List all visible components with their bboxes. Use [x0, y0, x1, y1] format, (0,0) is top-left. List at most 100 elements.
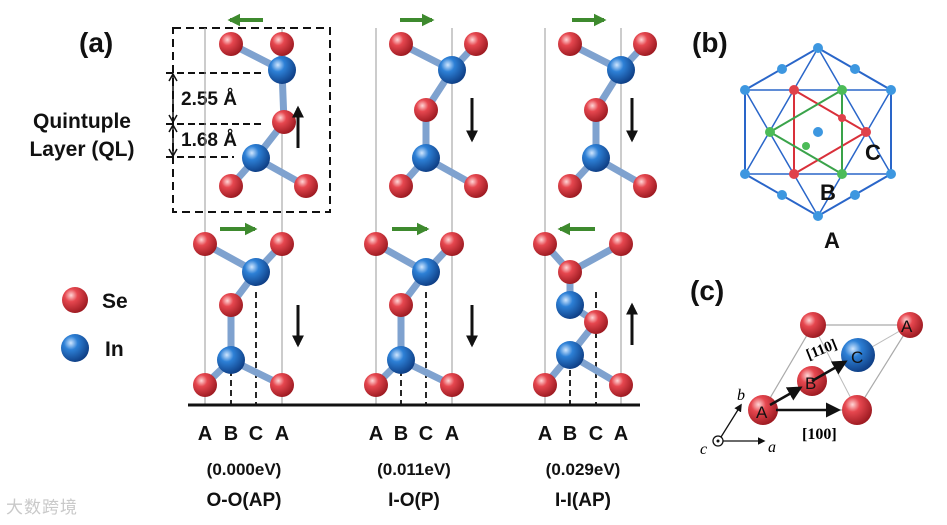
in-atom: [582, 144, 610, 172]
legend-se-label: Se: [102, 290, 128, 313]
stack-label-1-1: A: [198, 423, 212, 445]
in-atom: [556, 341, 584, 369]
hex-label-b: B: [820, 180, 836, 205]
green-triangle: [768, 88, 843, 176]
se-atom: [440, 232, 464, 256]
se-atom: [533, 232, 557, 256]
legend-se-atom: [62, 287, 88, 313]
lattice-label-b: B: [805, 374, 816, 393]
se-atom: [193, 373, 217, 397]
stacking-dashed-lines: [230, 292, 597, 405]
lattice-label-a2: A: [901, 317, 913, 336]
in-atom: [607, 56, 635, 84]
dir-ab-arrow: [769, 386, 803, 407]
se-atom: [464, 174, 488, 198]
distance-upper-label: 2.55 Å: [181, 89, 237, 110]
in-atom: [438, 56, 466, 84]
se-atom: [609, 232, 633, 256]
se-atom: [440, 373, 464, 397]
se-atom: [558, 174, 582, 198]
dipole-arrows: [292, 98, 638, 348]
hex-label-c: C: [865, 140, 881, 165]
config-name-1: O-O(AP): [207, 490, 282, 511]
guide-lines: [204, 28, 622, 405]
se-atom: [364, 232, 388, 256]
dir-110-arrow: [811, 360, 848, 383]
se-atom: [219, 32, 243, 56]
distance-lower-label: 1.68 Å: [181, 130, 237, 151]
se-atom: [294, 174, 318, 198]
hex-label-a: A: [824, 228, 840, 253]
stack-label-2-3: C: [419, 423, 433, 445]
se-atom: [633, 32, 657, 56]
lattice-label-a1: A: [756, 403, 768, 422]
config-energy-3: (0.029eV): [546, 460, 621, 479]
se-atom: [270, 373, 294, 397]
se-atom: [533, 373, 557, 397]
axis-label-c: c: [700, 441, 707, 458]
polarization-arrows: [220, 13, 607, 236]
config-energy-1: (0.000eV): [207, 460, 282, 479]
hex-inner-triangle-2: [743, 89, 893, 218]
se-atom: [389, 32, 413, 56]
in-atom: [217, 346, 245, 374]
lattice-label-c: C: [851, 348, 863, 367]
lattice-atom-a-top: [800, 312, 826, 338]
watermark: 大数跨境: [6, 493, 78, 518]
axis-label-a: a: [768, 439, 776, 456]
in-atom: [556, 291, 584, 319]
stack-label-1-2: B: [224, 423, 238, 445]
lattice-atom-a-left: [748, 395, 778, 425]
lattice-dir-110: [110]: [804, 337, 839, 364]
stack-label-2-2: B: [394, 423, 408, 445]
watermark-text: 大数跨境: [6, 498, 78, 518]
red-triangle: [793, 88, 868, 176]
se-atom: [558, 260, 582, 284]
config-name-3: I-I(AP): [555, 490, 611, 511]
in-atom: [387, 346, 415, 374]
legend-in-label: In: [105, 338, 124, 361]
config-energy-2: (0.011eV): [377, 460, 451, 479]
stack-label-2-1: A: [369, 423, 383, 445]
in-atom: [412, 258, 440, 286]
stack-label-2-4: A: [445, 423, 459, 445]
panel-c-label: (c): [690, 275, 724, 306]
hexagon-diagram: [740, 43, 896, 221]
se-atom: [193, 232, 217, 256]
se-atom: [558, 32, 582, 56]
lattice-atom-c: [841, 338, 875, 372]
stack-label-1-3: C: [249, 423, 263, 445]
se-atom: [633, 174, 657, 198]
se-atom: [272, 110, 296, 134]
axis-label-b: b: [737, 387, 745, 404]
in-atom: [242, 258, 270, 286]
hex-red-sites: [789, 85, 871, 179]
lattice-atom-a-right: [897, 312, 923, 338]
se-atom: [464, 32, 488, 56]
se-atom: [364, 373, 388, 397]
panel-a-label: (a): [79, 27, 113, 58]
atoms: [193, 32, 657, 397]
se-atom: [270, 32, 294, 56]
stack-label-3-2: B: [563, 423, 577, 445]
se-atom: [389, 174, 413, 198]
hex-blue-sites: [740, 43, 896, 221]
panel-b-label: (b): [692, 27, 728, 58]
se-atom: [219, 174, 243, 198]
lattice-diagram: [712, 312, 923, 447]
stack-label-3-3: C: [589, 423, 603, 445]
se-atom: [584, 310, 608, 334]
lattice-dir-100: [100]: [802, 426, 837, 443]
axis-triad: [712, 403, 766, 447]
legend-in-atom: [61, 334, 89, 362]
stack-label-1-4: A: [275, 423, 289, 445]
config-name-2: I-O(P): [388, 490, 440, 511]
in-atom: [412, 144, 440, 172]
in-atom: [242, 144, 270, 172]
lattice-atom-a-bottom: [842, 395, 872, 425]
ql-label-line2: Layer (QL): [29, 138, 134, 161]
in-atom: [268, 56, 296, 84]
stack-label-3-4: A: [614, 423, 628, 445]
